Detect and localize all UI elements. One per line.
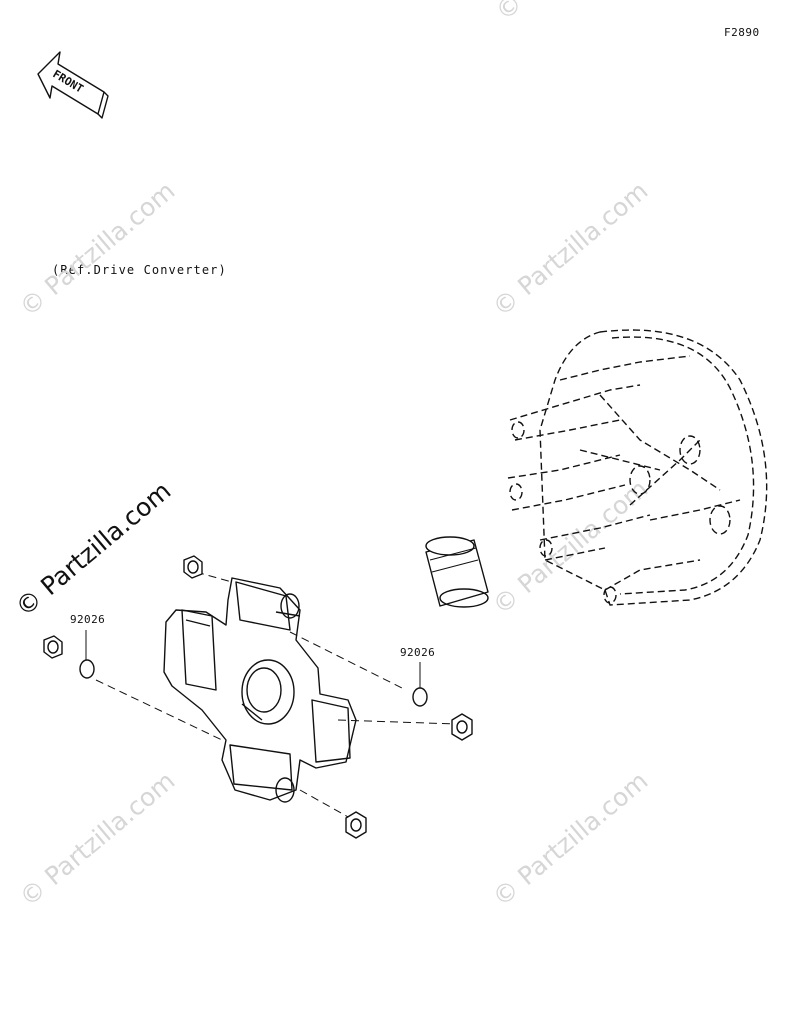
part-number-callout-right[interactable]: 92026 (400, 646, 436, 659)
bushing (425, 536, 489, 608)
nut[interactable] (451, 713, 473, 741)
drive-converter-reference (507, 329, 768, 606)
nut[interactable] (43, 635, 63, 659)
o-ring-right[interactable] (412, 687, 428, 707)
o-ring-left[interactable] (79, 659, 95, 679)
spider-plate (163, 577, 357, 803)
nut[interactable] (345, 811, 367, 839)
reference-note: (Ref.Drive Converter) (52, 263, 227, 277)
nut[interactable] (183, 555, 203, 579)
part-number-callout-left[interactable]: 92026 (70, 613, 106, 626)
figure-code: F2890 (724, 26, 760, 39)
front-arrow-icon: FRONT (37, 51, 109, 119)
